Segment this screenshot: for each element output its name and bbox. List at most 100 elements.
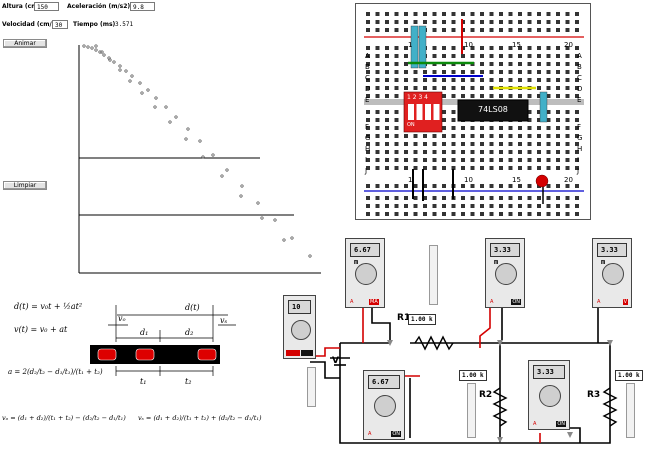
meter-right-bottom[interactable]: 3.33 A ON	[528, 360, 570, 430]
meter-top-left-dial[interactable]	[355, 263, 377, 285]
breadboard-hole	[508, 70, 513, 74]
breadboard-hole	[394, 20, 399, 24]
breadboard-hole	[489, 70, 494, 74]
meter-middle-dial[interactable]	[374, 395, 396, 417]
breadboard-hole	[375, 86, 380, 90]
breadboard-hole	[385, 166, 389, 170]
breadboard-hole	[366, 212, 370, 216]
breadboard-hole	[537, 20, 541, 24]
velocidad-input[interactable]: 30	[52, 20, 68, 29]
animar-button[interactable]: Animar	[3, 39, 47, 48]
breadboard-hole	[385, 12, 389, 16]
breadboard-hole	[413, 212, 418, 216]
meter-mode-on[interactable]: ON	[556, 421, 566, 427]
meter-right-bottom-dial[interactable]	[539, 385, 561, 407]
breadboard-hole	[556, 46, 560, 50]
source-meter-dial[interactable]	[291, 320, 311, 340]
breadboard-hole	[556, 28, 560, 32]
meter-top-right[interactable]: 3.33 m A V	[592, 238, 632, 308]
breadboard-hole	[565, 70, 570, 74]
dip-on-label: ON	[407, 122, 415, 128]
breadboard-hole	[556, 196, 560, 200]
breadboard-hole	[375, 12, 380, 16]
breadboard-hole	[432, 204, 437, 208]
breadboard-hole	[527, 212, 532, 216]
limpiar-button[interactable]: Limpiar	[3, 181, 47, 190]
source-meter-port-black[interactable]	[301, 350, 313, 356]
breadboard-hole	[556, 78, 560, 82]
bb-row-letters-left-top: A B C D E	[365, 51, 373, 106]
breadboard-hole	[385, 150, 389, 154]
meter-mode-on[interactable]: ON	[391, 431, 401, 437]
meter-top-right-dial[interactable]	[602, 263, 624, 285]
breadboard-hole	[423, 184, 427, 188]
row-letter: D	[577, 85, 583, 93]
r3-value-field[interactable]: 1.00 k	[615, 370, 643, 381]
breadboard-hole	[432, 12, 437, 16]
breadboard-hole	[442, 184, 446, 188]
bb-row-letters-right-top: A B C D E	[577, 51, 585, 106]
trajectory-point	[118, 64, 122, 68]
altura-input[interactable]: 150	[34, 2, 59, 11]
meter-mode-a[interactable]: A	[490, 299, 494, 305]
breadboard-hole	[480, 94, 484, 98]
meter-top-left-scrollbar[interactable]	[429, 245, 438, 305]
meter-middle[interactable]: 6.67 A ON	[363, 370, 405, 440]
aceleracion-input[interactable]: 9.8	[130, 2, 155, 11]
breadboard-hole	[394, 166, 399, 170]
breadboard-hole	[366, 204, 370, 208]
breadboard-hole	[537, 28, 541, 32]
trajectory-point	[168, 120, 172, 124]
breadboard-hole	[461, 166, 465, 170]
trajectory-points	[82, 44, 312, 258]
breadboard-hole	[565, 150, 570, 154]
trajectory-point	[138, 81, 142, 85]
breadboard[interactable]: 1 10 15 20 1 10 15 20 A B C D E A B C D …	[355, 3, 591, 220]
breadboard-hole	[575, 86, 579, 90]
r2-scrollbar[interactable]	[467, 383, 476, 438]
meter-mode-a[interactable]: A	[368, 431, 372, 437]
source-meter[interactable]: 10	[283, 295, 316, 359]
breadboard-hole	[423, 12, 427, 16]
breadboard-hole	[451, 126, 456, 130]
r2-value-field[interactable]: 1.00 k	[459, 370, 487, 381]
meter-mode-ma[interactable]: MA	[369, 299, 379, 305]
breadboard-hole	[366, 54, 370, 58]
source-scrollbar[interactable]	[307, 367, 316, 407]
breadboard-hole	[489, 142, 494, 146]
breadboard-hole	[518, 28, 522, 32]
source-meter-port-red[interactable]	[286, 350, 300, 356]
breadboard-hole	[461, 150, 465, 154]
breadboard-hole	[366, 196, 370, 200]
breadboard-hole	[442, 78, 446, 82]
breadboard-hole	[404, 204, 408, 208]
meter-top-left[interactable]: 6.67 m A MA	[345, 238, 385, 308]
breadboard-hole	[394, 212, 399, 216]
meter-top-middle-dial[interactable]	[495, 263, 517, 285]
breadboard-hole	[394, 126, 399, 130]
breadboard-hole	[432, 20, 437, 24]
resistor-2	[418, 25, 427, 69]
meter-top-middle[interactable]: 3.33 m A ON	[485, 238, 525, 308]
breadboard-hole	[556, 126, 560, 130]
breadboard-hole	[366, 134, 370, 138]
breadboard-hole	[537, 134, 541, 138]
meter-mode-v[interactable]: V	[622, 299, 628, 305]
breadboard-hole	[508, 184, 513, 188]
breadboard-hole	[385, 184, 389, 188]
breadboard-hole	[375, 70, 380, 74]
breadboard-hole	[546, 28, 551, 32]
meter-mode-a[interactable]: A	[350, 299, 354, 305]
meter-mode-on[interactable]: ON	[511, 299, 521, 305]
breadboard-hole	[470, 212, 475, 216]
r3-scrollbar[interactable]	[626, 383, 635, 438]
source-meter-display: 10	[288, 300, 311, 314]
breadboard-hole	[385, 46, 389, 50]
breadboard-hole	[489, 54, 494, 58]
meter-mode-a[interactable]: A	[597, 299, 601, 305]
breadboard-hole	[451, 78, 456, 82]
breadboard-hole	[385, 28, 389, 32]
trajectory-point	[140, 91, 144, 95]
meter-mode-a[interactable]: A	[533, 421, 537, 427]
r1-value-field[interactable]: 1.00 k	[408, 314, 436, 325]
